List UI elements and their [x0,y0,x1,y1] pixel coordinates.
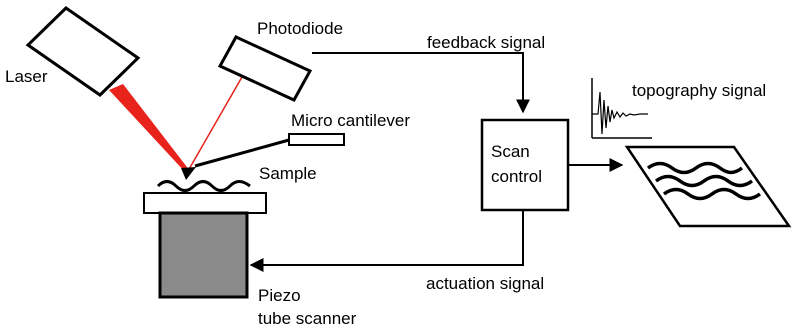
sample-label: Sample [259,164,317,183]
laser-body [25,6,141,97]
scan-control-box [480,118,570,212]
piezo-scanner-body [158,211,249,299]
cantilever-tip [181,167,196,180]
cantilever-body [288,133,345,146]
laser-beam [109,84,190,173]
feedback-signal-arrow [312,52,530,114]
topography-signal-trace [592,91,648,135]
piezo-label-line2: tube scanner [258,309,357,328]
micro-cantilever-label: Micro cantilever [291,111,410,130]
topography-wave-1 [646,161,744,175]
photodiode-label: Photodiode [257,19,343,38]
scan-control-label-line2: control [491,167,542,186]
piezo-label-line1: Piezo [258,286,301,305]
topography-signal-label: topography signal [632,81,766,100]
photodiode-body [217,35,313,102]
actuation-signal-label: actuation signal [426,274,544,293]
reflected-beam [187,76,243,172]
sample-stage [143,192,267,214]
cantilever-arm [194,138,290,168]
topography-wave-2 [654,174,754,188]
topography-wave-3 [662,187,762,201]
laser-label: Laser [5,67,48,86]
feedback-signal-label: feedback signal [427,33,545,52]
sample-wave [156,180,251,192]
scan-control-label-line1: Scan [491,142,530,161]
actuation-signal-arrow [249,210,524,272]
topography-display [624,145,792,228]
